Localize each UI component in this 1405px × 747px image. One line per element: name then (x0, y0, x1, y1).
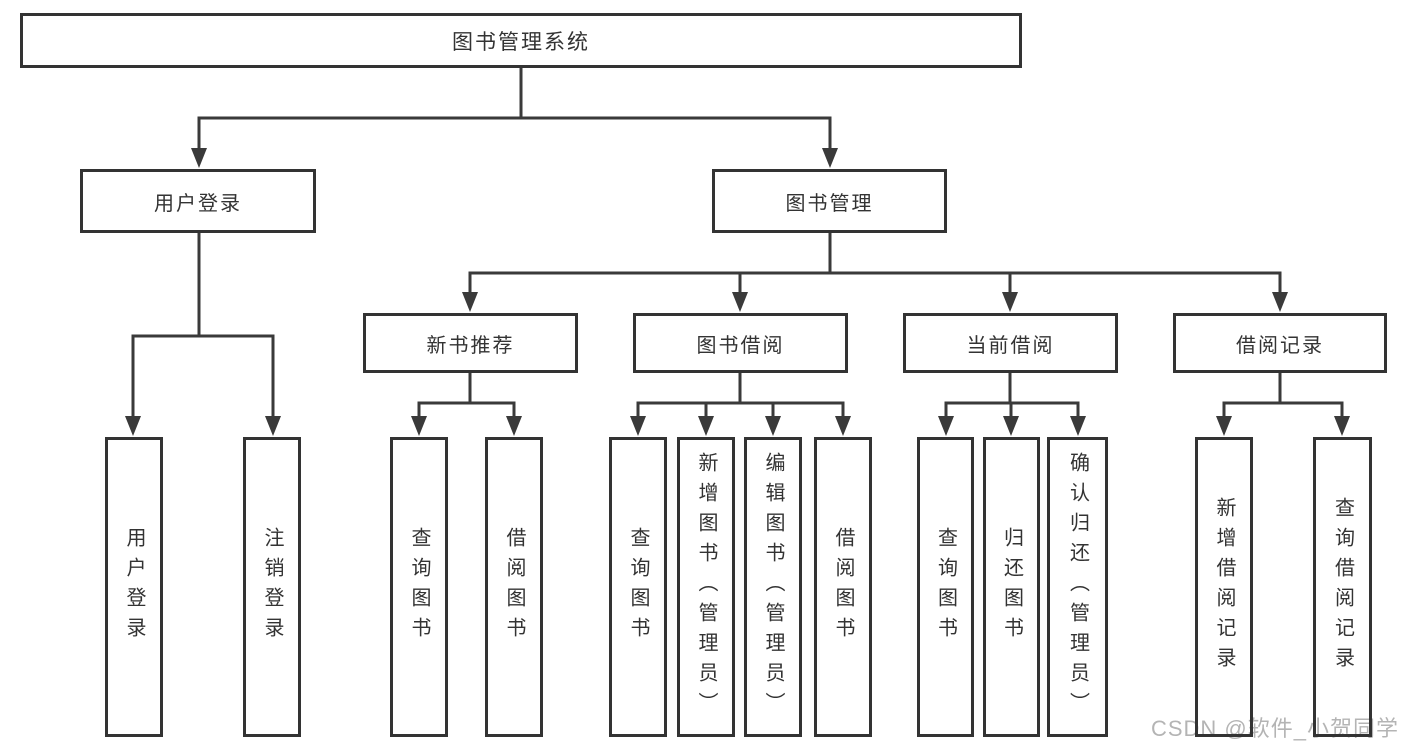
node-label: 借阅图书 (503, 527, 525, 647)
connector-records-to-leaves (1216, 373, 1350, 436)
node-borrowing-records: 借阅记录 (1173, 313, 1387, 373)
node-new-book-recommendation: 新书推荐 (363, 313, 578, 373)
connector-bookmgmt-to-level3 (462, 233, 1288, 312)
leaf-edit-books-admin: 编辑图书（管理员） (744, 437, 802, 737)
leaf-query-books-3: 查询图书 (917, 437, 974, 737)
connector-root-to-level2 (191, 68, 838, 168)
node-library-management-system: 图书管理系统 (20, 13, 1022, 68)
node-label: 图书管理 (785, 192, 874, 215)
node-label: 归还图书 (1000, 527, 1023, 647)
leaf-query-books-2: 查询图书 (609, 437, 667, 737)
node-label: 借阅图书 (832, 527, 854, 647)
leaf-confirm-return-admin: 确认归还（管理员） (1047, 437, 1108, 737)
node-label: 查询图书 (627, 527, 649, 647)
node-book-management-branch: 图书管理 (712, 169, 947, 233)
leaf-borrow-books-2: 借阅图书 (814, 437, 872, 737)
leaf-add-borrow-record: 新增借阅记录 (1195, 437, 1253, 737)
node-user-login-branch: 用户登录 (80, 169, 316, 233)
leaf-query-books-1: 查询图书 (390, 437, 448, 737)
node-label: 查询图书 (934, 527, 957, 647)
node-label: 用户登录 (123, 527, 145, 647)
leaf-add-books-admin: 新增图书（管理员） (677, 437, 735, 737)
leaf-return-books: 归还图书 (983, 437, 1040, 737)
node-label: 新增图书（管理员） (695, 452, 717, 722)
connector-current-to-leaves (938, 373, 1086, 436)
connector-newbooks-to-leaves (411, 373, 522, 436)
node-label: 查询图书 (408, 527, 430, 647)
connector-userlogin-to-leaves (125, 233, 281, 436)
node-label: 用户登录 (154, 192, 242, 215)
connector-borrowing-to-leaves (630, 373, 851, 436)
node-label: 当前借阅 (966, 334, 1055, 357)
node-label: 注销登录 (261, 527, 283, 647)
node-label: 编辑图书（管理员） (762, 452, 784, 722)
node-label: 借阅记录 (1236, 334, 1324, 357)
node-current-borrowing: 当前借阅 (903, 313, 1118, 373)
node-book-borrowing: 图书借阅 (633, 313, 848, 373)
leaf-borrow-books-1: 借阅图书 (485, 437, 543, 737)
leaf-query-borrow-record: 查询借阅记录 (1313, 437, 1372, 737)
node-label: 图书管理系统 (452, 30, 590, 54)
node-label: 新增借阅记录 (1213, 497, 1235, 677)
node-label: 新书推荐 (426, 334, 515, 357)
node-label: 确认归还（管理员） (1066, 452, 1089, 722)
node-label: 图书借阅 (696, 334, 785, 357)
leaf-user-login: 用户登录 (105, 437, 163, 737)
leaf-logout: 注销登录 (243, 437, 301, 737)
node-label: 查询借阅记录 (1331, 497, 1354, 677)
